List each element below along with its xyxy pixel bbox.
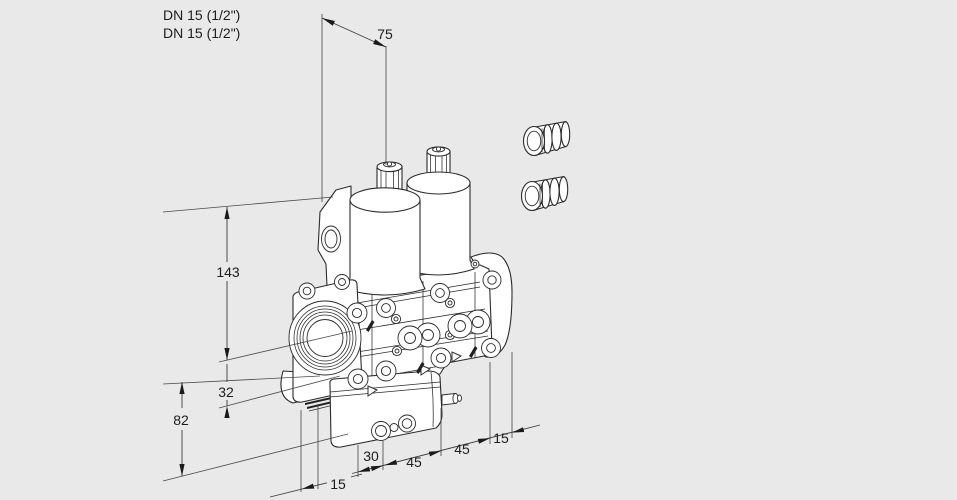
coil-cylinder-left (344, 199, 426, 296)
pressure-test-points (397, 309, 491, 351)
threaded-port (288, 300, 362, 376)
dimension-bottom-offset-left (269, 404, 363, 498)
connection-label-2: DN 15 (1/2") (163, 25, 240, 41)
solenoid-coil-right (402, 146, 475, 276)
dim-label-15-right: 15 (493, 430, 509, 446)
dimension-height-total (162, 196, 353, 363)
dim-label-45-a: 45 (406, 454, 422, 470)
dimension-height-lower (162, 375, 349, 482)
dimension-top-width (321, 14, 387, 202)
dim-label-75: 75 (377, 26, 393, 42)
actuator-block (329, 370, 462, 448)
connection-label-1: DN 15 (1/2") (163, 7, 240, 23)
cable-gland-top (522, 120, 571, 157)
dimension-bottom-chain (351, 352, 541, 477)
labels: DN 15 (1/2") DN 15 (1/2") 75 143 32 82 1… (163, 7, 509, 492)
cable-gland-bottom (520, 175, 569, 212)
dimension-height-flange (218, 364, 341, 418)
connector-port-small (389, 423, 399, 432)
dim-label-30: 30 (363, 448, 379, 464)
dim-label-45-b: 45 (454, 441, 470, 457)
dim-label-82: 82 (173, 412, 189, 428)
flange-bolts (298, 270, 502, 390)
dim-label-143: 143 (216, 264, 240, 280)
flow-direction-marks (366, 320, 478, 397)
dim-label-32: 32 (218, 384, 234, 400)
side-stub (441, 392, 462, 406)
dim-label-15-left: 15 (330, 476, 346, 492)
body-screws (390, 259, 480, 357)
